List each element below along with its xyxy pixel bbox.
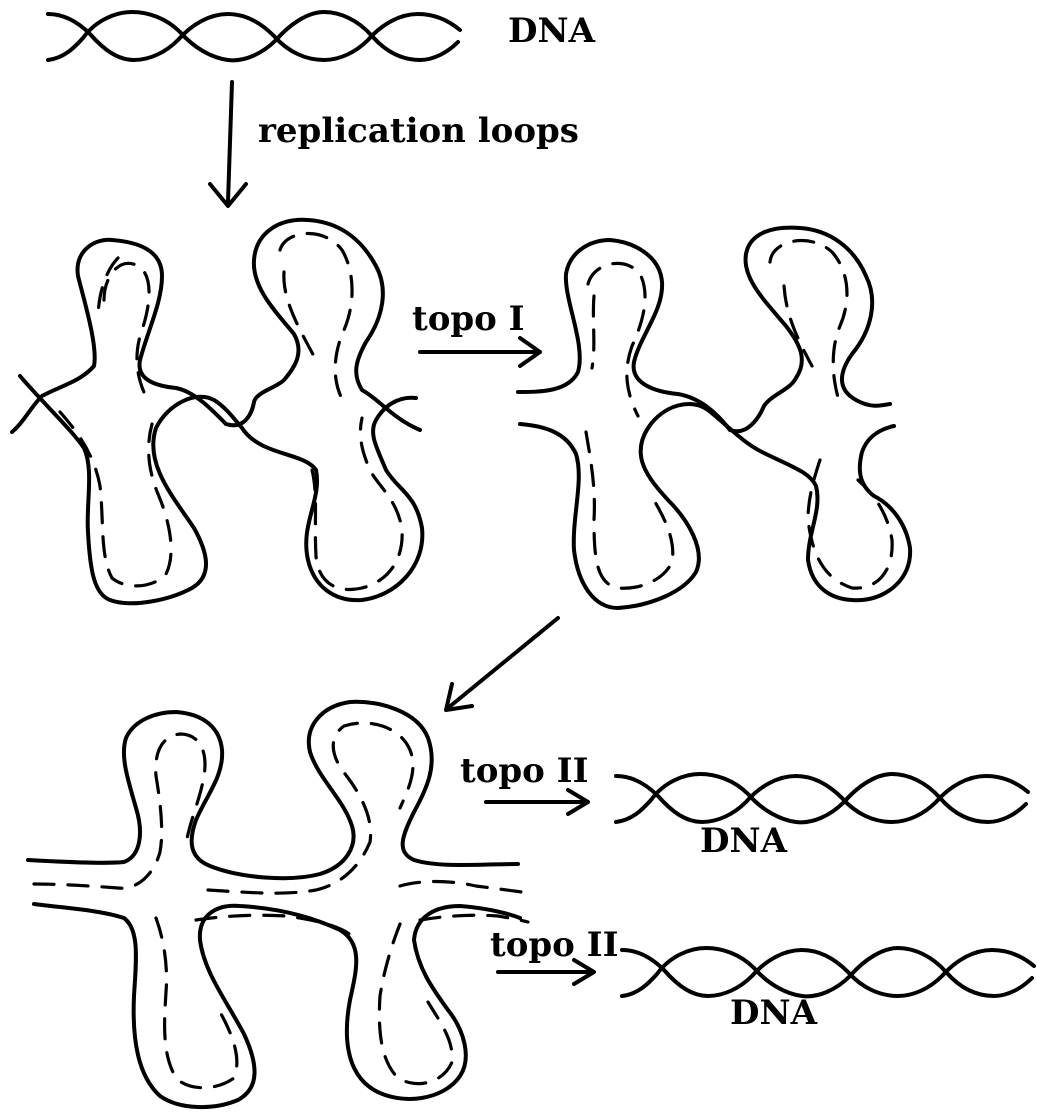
replication-loops-structure-2 [516,225,913,610]
topo-i-label: topo I [412,299,525,339]
topo-ii-arrow-1 [484,788,590,816]
arrow-diagonal [444,616,560,712]
topo-ii-arrow-2 [496,958,596,986]
replication-loops-label: replication loops [258,111,579,151]
replication-loops-structure-3 [26,699,530,1109]
dna-label-mid: DNA [700,821,788,861]
arrow-down [208,80,248,208]
topo-ii-label-1: topo II [460,751,588,791]
replication-loops-structure-1 [10,217,425,606]
dna-helix-mid [614,772,1030,825]
dna-label-top: DNA [508,11,596,51]
dna-helix-top [46,10,462,63]
dna-helix-bottom [620,946,1036,999]
topo-i-arrow [418,336,542,368]
topo-ii-label-2: topo II [490,925,618,965]
dna-label-bottom: DNA [730,993,818,1033]
